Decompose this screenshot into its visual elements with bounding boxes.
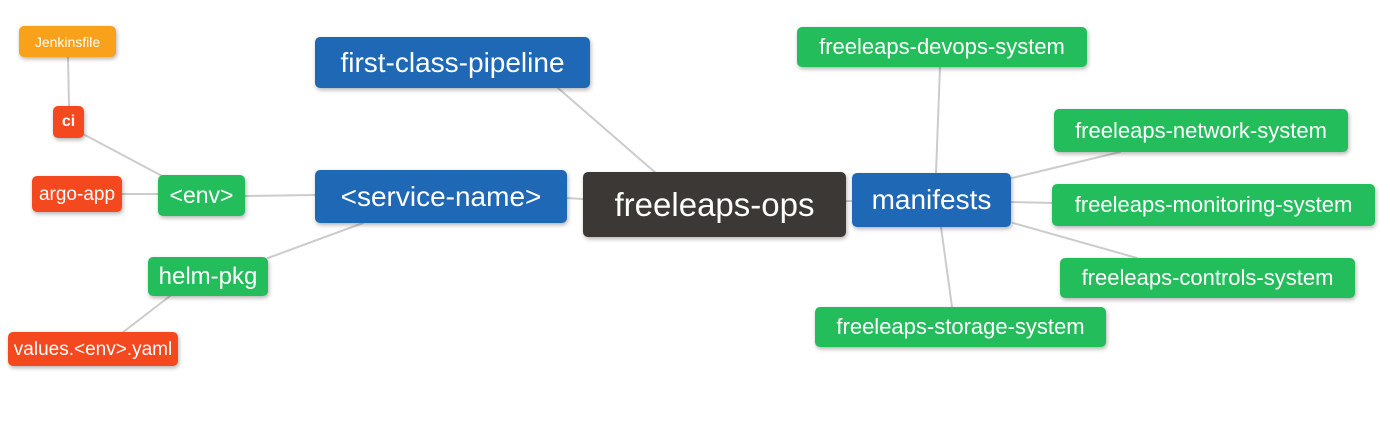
node-freeleaps-network-system[interactable]: freeleaps-network-system (1054, 109, 1348, 152)
edge-manifests-controls (1012, 222, 1138, 259)
node-freeleaps-controls-system[interactable]: freeleaps-controls-system (1060, 258, 1355, 298)
node-service-name-label: <service-name> (340, 180, 542, 212)
node-jenkinsfile-label: Jenkinsfile (34, 33, 101, 50)
edge-jenkinsfile-ci (67, 56, 70, 107)
edge-manifests-storage (940, 226, 953, 308)
node-freeleaps-ops-label: freeleaps-ops (614, 186, 815, 223)
node-manifests-label: manifests (871, 184, 992, 215)
node-jenkinsfile[interactable]: Jenkinsfile (19, 26, 116, 57)
edge-manifests-monitoring (1010, 201, 1056, 204)
node-manifests[interactable]: manifests (852, 173, 1011, 227)
edge-service-freeleaps-ops (566, 197, 584, 200)
node-values-env-yaml-label: values.<env>.yaml (13, 338, 173, 360)
node-freeleaps-storage-system[interactable]: freeleaps-storage-system (815, 307, 1106, 347)
node-freeleaps-controls-system-label: freeleaps-controls-system (1081, 265, 1334, 290)
node-freeleaps-storage-system-label: freeleaps-storage-system (836, 314, 1085, 339)
node-ci-label: ci (61, 113, 76, 130)
node-freeleaps-devops-system-label: freeleaps-devops-system (819, 34, 1065, 59)
node-freeleaps-monitoring-system[interactable]: freeleaps-monitoring-system (1052, 184, 1375, 226)
node-values-env-yaml[interactable]: values.<env>.yaml (8, 332, 178, 366)
edge-ci-env (82, 133, 167, 179)
node-freeleaps-ops-root[interactable]: freeleaps-ops (583, 172, 846, 237)
node-env-label: <env> (169, 182, 234, 208)
node-first-class-pipeline-label: first-class-pipeline (340, 46, 565, 78)
edge-manifests-network (1011, 151, 1121, 179)
node-service-name[interactable]: <service-name> (315, 170, 567, 223)
node-helm-pkg-label: helm-pkg (158, 262, 258, 290)
edge-helm-pkg-values (121, 295, 171, 334)
node-ci[interactable]: ci (53, 106, 84, 138)
node-env[interactable]: <env> (158, 175, 245, 216)
node-argo-app[interactable]: argo-app (32, 176, 122, 212)
node-argo-app-label: argo-app (38, 183, 116, 205)
node-helm-pkg[interactable]: helm-pkg (148, 257, 268, 296)
edge-service-helm-pkg (267, 222, 364, 259)
edge-manifests-devops (935, 66, 941, 174)
node-freeleaps-network-system-label: freeleaps-network-system (1075, 117, 1327, 143)
node-freeleaps-devops-system[interactable]: freeleaps-devops-system (797, 27, 1087, 67)
node-first-class-pipeline[interactable]: first-class-pipeline (315, 37, 590, 88)
node-freeleaps-monitoring-system-label: freeleaps-monitoring-system (1074, 192, 1353, 217)
edge-pipeline-freeleaps-ops (557, 87, 658, 175)
edge-env-service-name (244, 194, 316, 197)
